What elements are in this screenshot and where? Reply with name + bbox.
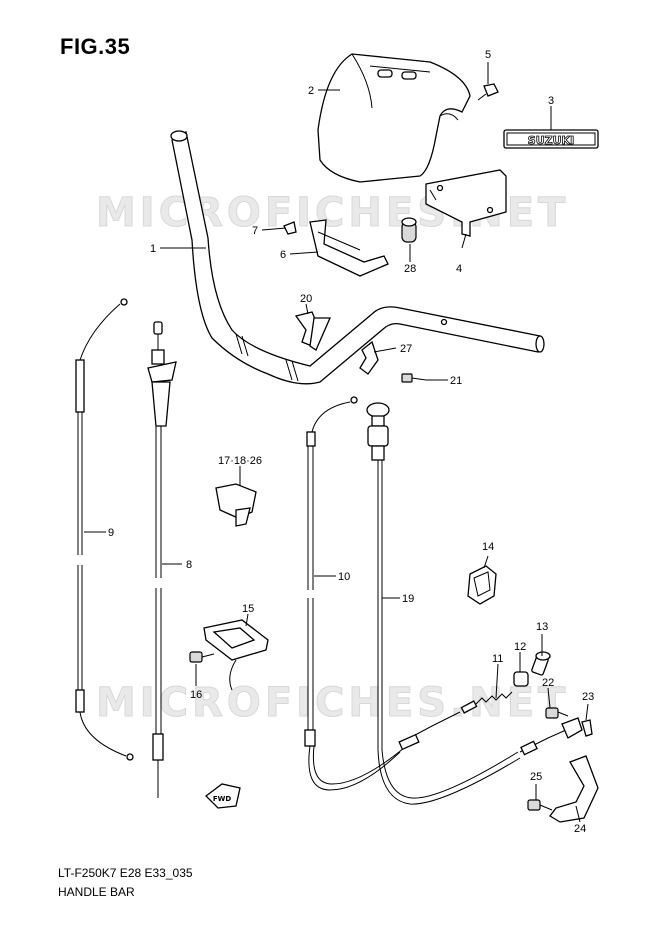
guide-15 — [203, 619, 269, 691]
label-part-25: 25 — [530, 771, 542, 783]
handlebar — [170, 130, 545, 385]
watermark-bottom: MICROFICHES.NET — [95, 680, 570, 727]
spring-11 — [398, 691, 513, 751]
holder-27 — [359, 340, 379, 375]
holder-14 — [467, 565, 497, 605]
choke-lever-assembly — [519, 707, 599, 823]
label-part-16: 16 — [190, 689, 202, 701]
suzuki-emblem: SUZUKI — [503, 129, 599, 149]
label-part-8: 8 — [186, 559, 192, 571]
label-part-6: 6 — [280, 249, 286, 261]
figure-name: HANDLE BAR — [58, 885, 135, 899]
collar-12 — [513, 671, 529, 687]
bolt-21 — [401, 373, 427, 383]
clamp-20 — [294, 311, 331, 351]
label-part-2: 2 — [308, 85, 314, 97]
cable-8 — [147, 321, 177, 798]
label-part-14: 14 — [482, 541, 494, 553]
label-part-28: 28 — [404, 263, 416, 275]
label-part-21: 21 — [450, 375, 462, 387]
handle-cover — [317, 53, 471, 183]
figure-title: FIG.35 — [60, 34, 131, 59]
label-part-3: 3 — [548, 95, 554, 107]
label-part-13: 13 — [536, 621, 548, 633]
label-part-4: 4 — [456, 263, 462, 275]
bracket-4 — [425, 169, 507, 237]
choke-cable-19 — [366, 402, 521, 805]
cushion-28 — [401, 217, 417, 243]
label-part-5: 5 — [485, 49, 491, 61]
part-labels: 1 2 3 4 5 6 7 8 9 10 11 12 13 14 15 16 1… — [108, 49, 594, 835]
fwd-text: FWD — [213, 795, 232, 803]
bracket-6 — [309, 219, 389, 277]
label-part-7: 7 — [252, 225, 258, 237]
cable-10 — [304, 396, 405, 791]
emblem-text: SUZUKI — [528, 134, 574, 147]
label-part-15: 15 — [242, 603, 254, 615]
fwd-arrow-icon: FWD — [205, 783, 241, 809]
label-part-9: 9 — [108, 527, 114, 539]
label-part-19: 19 — [402, 593, 414, 605]
plunger-13 — [531, 651, 551, 676]
bolt-16 — [189, 651, 215, 663]
leader-lines — [84, 62, 589, 823]
label-part-1: 1 — [150, 243, 156, 255]
label-part-17-18-26: 17·18·26 — [218, 455, 262, 467]
label-part-22: 22 — [542, 677, 554, 689]
label-part-24: 24 — [574, 823, 586, 835]
figure-code: LT-F250K7 E28 E33_035 — [58, 866, 193, 880]
label-part-10: 10 — [338, 571, 350, 583]
screw-5 — [477, 83, 499, 101]
clip-17-18-26 — [215, 483, 257, 527]
cable-9 — [75, 298, 134, 761]
label-part-11: 11 — [492, 653, 503, 665]
label-part-12: 12 — [514, 641, 526, 653]
label-part-20: 20 — [300, 293, 312, 305]
label-part-23: 23 — [582, 691, 594, 703]
label-part-27: 27 — [400, 343, 412, 355]
screw-7 — [283, 221, 297, 235]
